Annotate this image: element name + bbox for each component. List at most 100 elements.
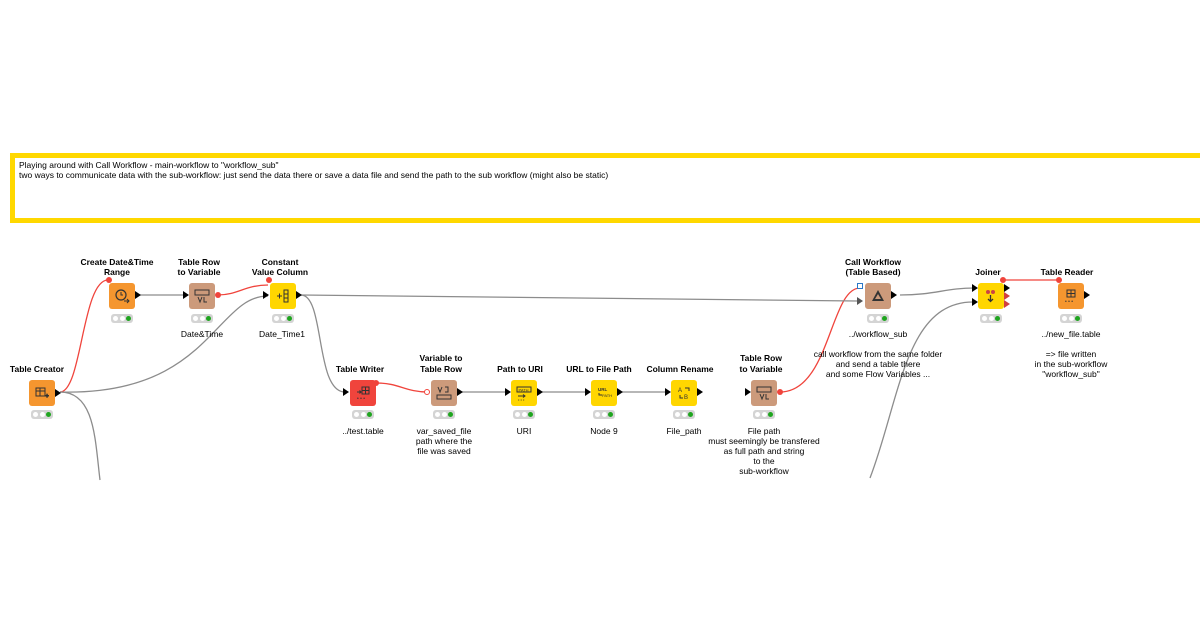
variable-inport[interactable] [266, 277, 272, 283]
node-label: to the [753, 456, 775, 466]
node-label: path where the [415, 436, 473, 446]
constant-value-column-node[interactable] [270, 283, 296, 309]
table-writer-node[interactable]: • • • [350, 380, 376, 406]
input-port[interactable] [585, 388, 591, 396]
node-label: as full path and string [723, 446, 805, 456]
output-port[interactable] [1004, 292, 1010, 300]
output-port[interactable] [537, 388, 543, 396]
data-connection [869, 301, 976, 479]
node-label: file was saved [417, 446, 471, 456]
output-port[interactable] [1084, 291, 1090, 299]
node-title: to Variable [739, 364, 783, 374]
variable-inport[interactable] [1056, 277, 1062, 283]
input-port[interactable] [183, 291, 189, 299]
node-title: Table Creator [9, 364, 65, 374]
variable-inport[interactable] [106, 277, 112, 283]
output-port[interactable] [891, 291, 897, 299]
join-icon [986, 290, 995, 303]
variable-outport[interactable] [373, 380, 379, 386]
output-port[interactable] [135, 291, 141, 299]
table-icon [35, 387, 49, 398]
output-port[interactable] [1004, 300, 1010, 308]
svg-text:• • •: • • • [357, 396, 365, 402]
node-label: call workflow from the same folder [813, 349, 943, 359]
data-connection [300, 294, 346, 393]
table-write-icon: • • • [357, 386, 370, 402]
input-port[interactable] [857, 297, 863, 305]
status-traffic-light [673, 410, 695, 419]
node-label: Node 9 [590, 426, 618, 436]
variable-outport[interactable] [1000, 277, 1006, 283]
table-creator-node[interactable] [29, 380, 55, 406]
node-label: sub-workflow [739, 466, 789, 476]
node-title: Value Column [251, 267, 309, 277]
output-port[interactable] [1004, 284, 1010, 292]
node-title: to Variable [177, 267, 221, 277]
node-label: and send a table there [835, 359, 921, 369]
input-port[interactable] [505, 388, 511, 396]
input-port[interactable] [972, 298, 978, 306]
svg-text:• • •: • • • [518, 397, 525, 402]
node-label: ../test.table [342, 426, 384, 436]
data-connection [899, 287, 976, 296]
data-connection [300, 294, 858, 302]
row-to-variable-icon [194, 289, 210, 304]
output-port[interactable] [55, 389, 61, 397]
data-connection [59, 391, 101, 481]
variable-outport[interactable] [777, 389, 783, 395]
node-title: Table Writer [335, 364, 385, 374]
call-workflow-node[interactable] [865, 283, 891, 309]
node-label: in the sub-workflow [1034, 359, 1108, 369]
svg-text:A: A [678, 388, 682, 394]
node-title: Table Row [740, 353, 782, 363]
node-label: File path [747, 426, 781, 436]
node-label: URI [516, 426, 532, 436]
var-connection [217, 284, 269, 296]
node-label: must seemingly be transfered [708, 436, 820, 446]
node-label: "workflow_sub" [1042, 369, 1100, 379]
joiner-node[interactable] [978, 283, 1004, 309]
node-title: URL to File Path [566, 364, 632, 374]
input-port[interactable] [972, 284, 978, 292]
output-port[interactable] [697, 388, 703, 396]
variable-to-row-icon [436, 386, 452, 400]
input-port[interactable] [263, 291, 269, 299]
flowvariable-inport[interactable] [857, 283, 863, 289]
table-row-to-variable-node[interactable] [751, 380, 777, 406]
var-connection [375, 382, 429, 393]
input-port[interactable] [343, 388, 349, 396]
output-port[interactable] [617, 388, 623, 396]
status-traffic-light [352, 410, 374, 419]
node-label: var_saved_file [416, 426, 472, 436]
status-traffic-light [867, 314, 889, 323]
node-title: Table Reader [1040, 267, 1094, 277]
variable-inport[interactable] [424, 389, 430, 395]
output-port[interactable] [296, 291, 302, 299]
table-row-to-variable-node[interactable] [189, 283, 215, 309]
create-datetime-range-node[interactable] [109, 283, 135, 309]
svg-text:PATH: PATH [519, 387, 529, 392]
node-title: Variable to [419, 353, 463, 363]
status-traffic-light [111, 314, 133, 323]
node-title: Column Rename [646, 364, 714, 374]
table-reader-node[interactable]: • • • [1058, 283, 1084, 309]
workflow-annotation[interactable]: Playing around with Call Workflow - main… [10, 153, 1200, 223]
path-to-uri-node[interactable]: PATH • • • [511, 380, 537, 406]
node-title: Constant [261, 257, 299, 267]
node-label: ../workflow_sub [848, 329, 908, 339]
input-port[interactable] [745, 388, 751, 396]
input-port[interactable] [665, 388, 671, 396]
variable-to-table-row-node[interactable] [431, 380, 457, 406]
node-label: File_path [666, 426, 702, 436]
variable-outport[interactable] [215, 292, 221, 298]
clock-icon [115, 289, 130, 304]
var-connection [59, 279, 109, 393]
svg-text:URL: URL [598, 387, 607, 392]
node-title: Table Row [420, 364, 462, 374]
table-read-icon: • • • [1065, 289, 1076, 305]
output-port[interactable] [457, 388, 463, 396]
node-title: Path to URI [497, 364, 543, 374]
